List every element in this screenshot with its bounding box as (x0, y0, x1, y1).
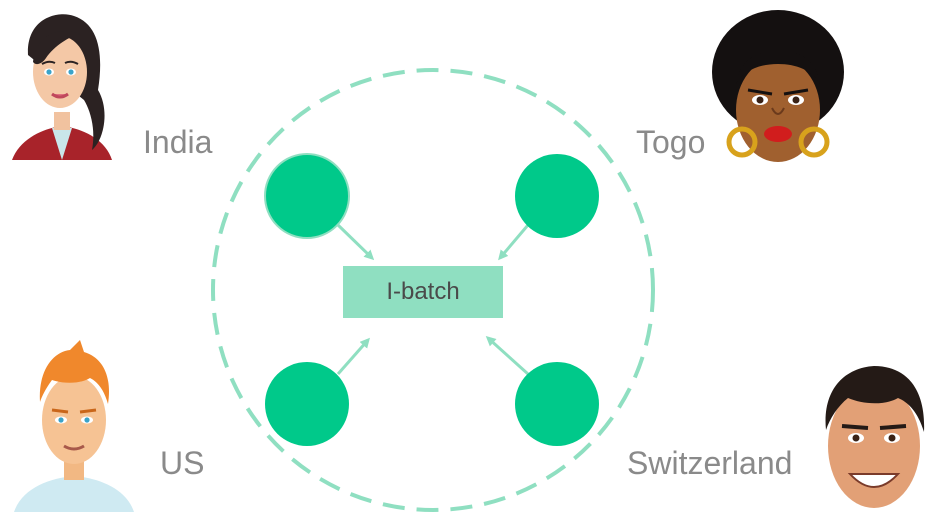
man-blond-hair-avatar-icon (14, 340, 134, 512)
node-bottom-right (515, 362, 599, 446)
arrow-top-right (498, 224, 530, 261)
node-top-left (264, 153, 350, 239)
participant-label-us: US (160, 445, 205, 481)
ibatch-label: I-batch (386, 278, 460, 305)
participant-label-switzerland: Switzerland (627, 445, 793, 481)
woman-afro-hair-avatar-icon (712, 10, 844, 162)
node-top-right (515, 154, 599, 238)
dashed-boundary-circle (211, 68, 655, 512)
arrow-bottom-right (485, 335, 530, 376)
participant-label-india: India (143, 124, 213, 160)
arrow-bottom-left (336, 337, 370, 375)
participant-label-togo: Togo (636, 124, 706, 160)
man-dark-hair-smiling-avatar-icon (825, 366, 925, 508)
arrow-top-left (336, 223, 375, 261)
node-bottom-left (265, 362, 349, 446)
woman-dark-hair-avatar-icon (12, 14, 112, 160)
ibatch-box: I-batch (343, 266, 503, 318)
